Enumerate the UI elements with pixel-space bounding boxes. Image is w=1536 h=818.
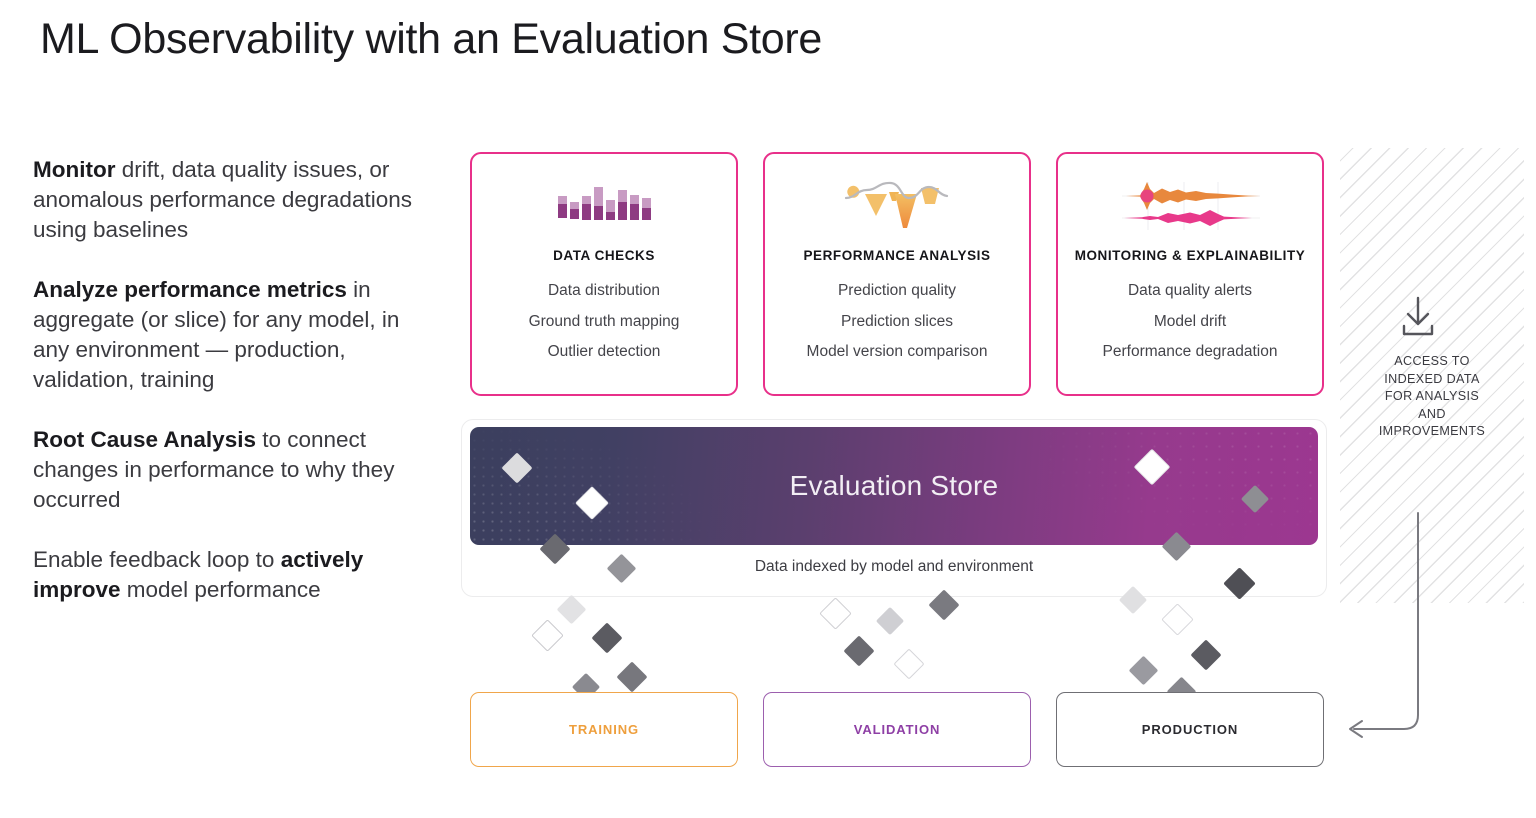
access-line: AND — [1418, 406, 1446, 421]
stacked-bar-chart-icon — [554, 176, 654, 232]
benefit-lead-monitor: Monitor — [33, 157, 116, 182]
access-line: IMPROVEMENTS — [1378, 424, 1486, 438]
card-lines-performance-analysis: Prediction quality Prediction slices Mod… — [765, 276, 1029, 368]
benefit-paragraph-monitor: Monitor drift, data quality issues, or a… — [33, 155, 428, 245]
card-line: Performance degradation — [1102, 343, 1278, 360]
environment-boxes-row: TRAINING VALIDATION PRODUCTION — [470, 692, 1324, 767]
diamond-marker — [843, 635, 875, 667]
card-line: Model drift — [1153, 312, 1227, 330]
env-box-production[interactable]: PRODUCTION — [1056, 692, 1324, 767]
diamond-marker — [530, 618, 564, 652]
card-lines-data-checks: Data distribution Ground truth mapping O… — [472, 276, 736, 368]
feature-cards-row: DATA CHECKS Data distribution Ground tru… — [470, 152, 1324, 398]
access-hatched-panel — [1340, 148, 1524, 603]
benefit-body-analyze: in aggregate (or slice) for any model, i… — [33, 277, 400, 392]
download-tray-icon — [1394, 296, 1442, 340]
benefit-paragraph-feedback: Enable feedback loop to actively improve… — [33, 545, 428, 605]
diamond-marker — [818, 596, 852, 630]
benefit-lead-analyze: Analyze performance metrics — [33, 277, 347, 302]
card-line: Prediction slices — [841, 312, 953, 330]
page-title: ML Observability with an Evaluation Stor… — [40, 15, 822, 63]
diamond-marker — [616, 661, 648, 693]
left-copy-column: Monitor drift, data quality issues, or a… — [33, 155, 428, 605]
diamond-marker — [893, 648, 925, 680]
env-label-production: PRODUCTION — [1141, 722, 1239, 737]
diamond-marker — [1190, 639, 1222, 671]
benefit-paragraph-analyze: Analyze performance metrics in aggregate… — [33, 275, 428, 395]
diamond-marker — [1128, 655, 1158, 685]
evaluation-store-label: Evaluation Store — [789, 470, 999, 501]
card-monitoring-explainability[interactable]: MONITORING & EXPLAINABILITY Data quality… — [1056, 152, 1324, 396]
env-box-validation[interactable]: VALIDATION — [763, 692, 1031, 767]
env-label-training: TRAINING — [568, 722, 640, 737]
access-line: INDEXED DATA — [1384, 371, 1480, 386]
benefit-paragraph-rca: Root Cause Analysis to connect changes i… — [33, 425, 428, 515]
access-line: FOR ANALYSIS — [1384, 389, 1480, 403]
area-curve-chart-icon — [843, 176, 951, 232]
evaluation-store-subtitle: Data indexed by model and environment — [754, 558, 1034, 575]
card-data-checks[interactable]: DATA CHECKS Data distribution Ground tru… — [470, 152, 738, 396]
benefit-body-monitor: drift, data quality issues, or anomalous… — [33, 157, 412, 242]
evaluation-store-banner[interactable]: Evaluation Store — [470, 427, 1318, 545]
benefit-body-feedback-a: Enable feedback loop to — [33, 547, 281, 572]
access-panel-text: ACCESS TO INDEXED DATA FOR ANALYSIS AND … — [1340, 353, 1524, 441]
benefit-body-rca: to connect changes in performance to why… — [33, 427, 395, 512]
card-title-monitoring-explainability: MONITORING & EXPLAINABILITY — [1074, 248, 1306, 263]
card-line: Data quality alerts — [1127, 282, 1253, 299]
card-performance-analysis[interactable]: PERFORMANCE ANALYSIS Prediction quality … — [763, 152, 1031, 396]
benefit-lead-rca: Root Cause Analysis — [33, 427, 256, 452]
env-label-validation: VALIDATION — [853, 722, 941, 737]
access-line: ACCESS TO — [1394, 354, 1470, 368]
card-line: Data distribution — [547, 282, 660, 299]
diamond-marker — [556, 594, 586, 624]
card-line: Prediction quality — [837, 282, 957, 299]
feedback-loop-arrow — [1330, 505, 1440, 750]
card-title-performance-analysis: PERFORMANCE ANALYSIS — [803, 248, 991, 263]
diamond-marker — [1160, 602, 1194, 636]
benefit-body-feedback-b: model performance — [120, 577, 321, 602]
card-line: Ground truth mapping — [528, 312, 680, 330]
banner-dot-texture-left — [470, 427, 710, 545]
env-box-training[interactable]: TRAINING — [470, 692, 738, 767]
banner-dot-texture-right — [1018, 427, 1318, 545]
benefit-lead-feedback: actively improve — [33, 547, 364, 602]
card-title-data-checks: DATA CHECKS — [553, 248, 655, 263]
card-line: Model version comparison — [806, 343, 988, 360]
diamond-marker — [875, 606, 905, 636]
card-line: Outlier detection — [547, 343, 661, 360]
violin-distribution-icon — [1114, 176, 1266, 232]
diamond-marker — [591, 622, 623, 654]
card-lines-monitoring-explainability: Data quality alerts Model drift Performa… — [1058, 276, 1322, 368]
